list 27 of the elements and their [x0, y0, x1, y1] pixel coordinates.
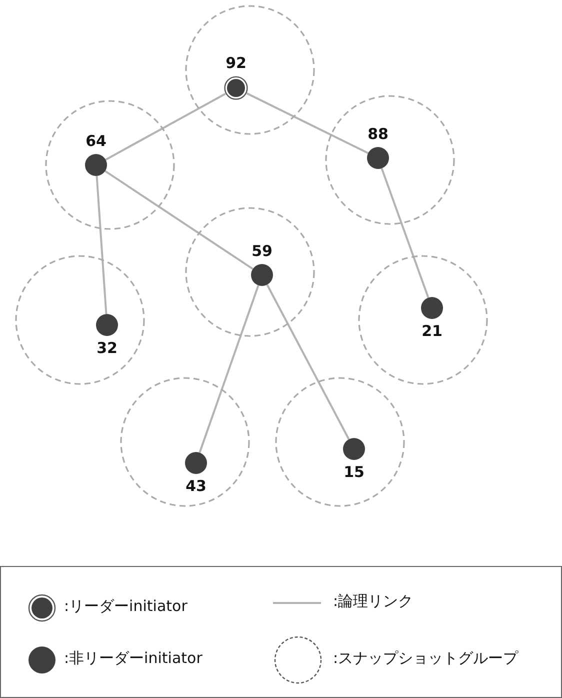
legend-text: :非リーダーinitiator — [64, 649, 202, 668]
legend-text: :スナップショットグループ — [333, 649, 518, 668]
link-line — [105, 92, 226, 161]
node-number: 88 — [368, 125, 388, 143]
legend-text: :論理リンク — [333, 592, 414, 611]
node-number: 32 — [96, 339, 118, 357]
link-line — [96, 176, 108, 314]
link-line — [266, 284, 350, 440]
snapshot-group-circle — [120, 377, 250, 507]
link-line — [380, 168, 430, 298]
snapshot-group-circle — [15, 255, 145, 385]
snapshot-group-circle — [275, 377, 405, 507]
link-line — [104, 170, 254, 270]
node-number: 15 — [344, 463, 364, 481]
node-number: 59 — [252, 242, 272, 260]
node-number: 21 — [422, 322, 442, 340]
snapshot-group-circle — [185, 207, 315, 337]
legend-text: :リーダーinitiator — [64, 597, 188, 616]
snapshot-group-circle — [325, 95, 455, 225]
snapshot-group-circle — [45, 100, 175, 230]
link-line — [246, 92, 369, 154]
node-number: 43 — [186, 477, 206, 495]
snapshot-group-circle — [358, 255, 488, 385]
node-number: 92 — [226, 54, 246, 72]
node-number: 64 — [86, 132, 106, 150]
link-line — [198, 285, 260, 453]
snapshot-group-circle — [185, 5, 315, 135]
